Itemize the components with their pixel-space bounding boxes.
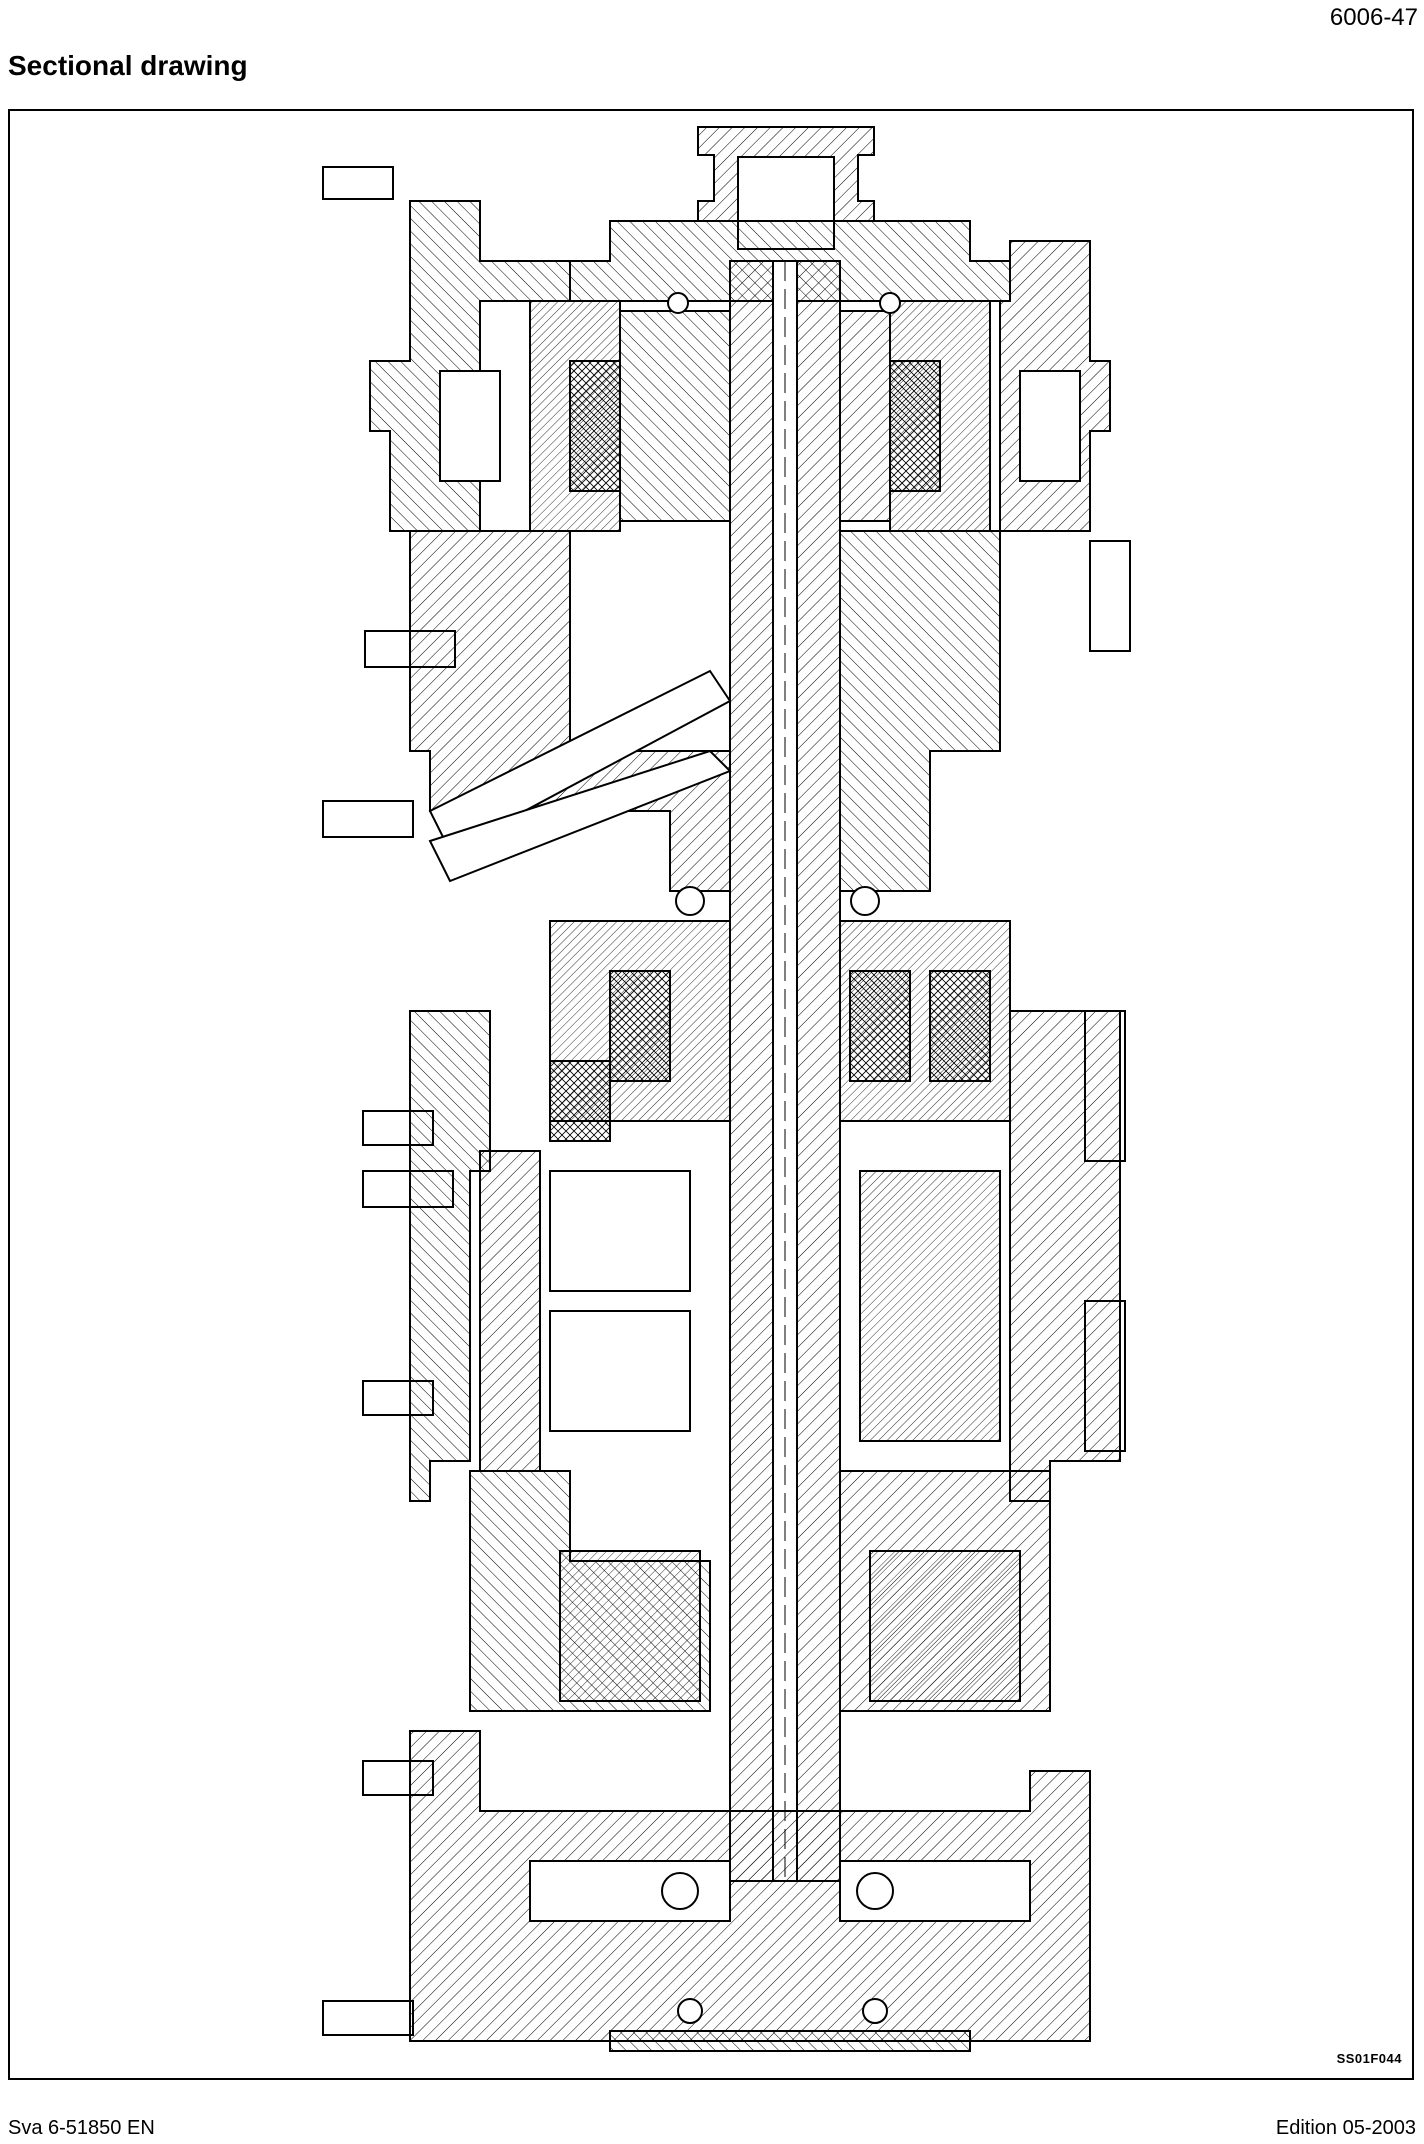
sectional-drawing (322, 126, 1131, 2052)
planetary-housing-left (409, 1010, 491, 1502)
drawing-linework (322, 126, 1131, 2052)
section-title: Sectional drawing (8, 50, 248, 81)
bearings (667, 292, 901, 2024)
page-number: 6006-47 (1329, 4, 1418, 31)
document-id: Sva 6-51850 EN (8, 2117, 155, 2139)
figure-code: SS01F044 (1336, 2051, 1402, 2066)
sectional-drawing-frame: SS01F044 (8, 109, 1414, 2080)
edition-label: Edition 05-2003 (1275, 2117, 1416, 2139)
